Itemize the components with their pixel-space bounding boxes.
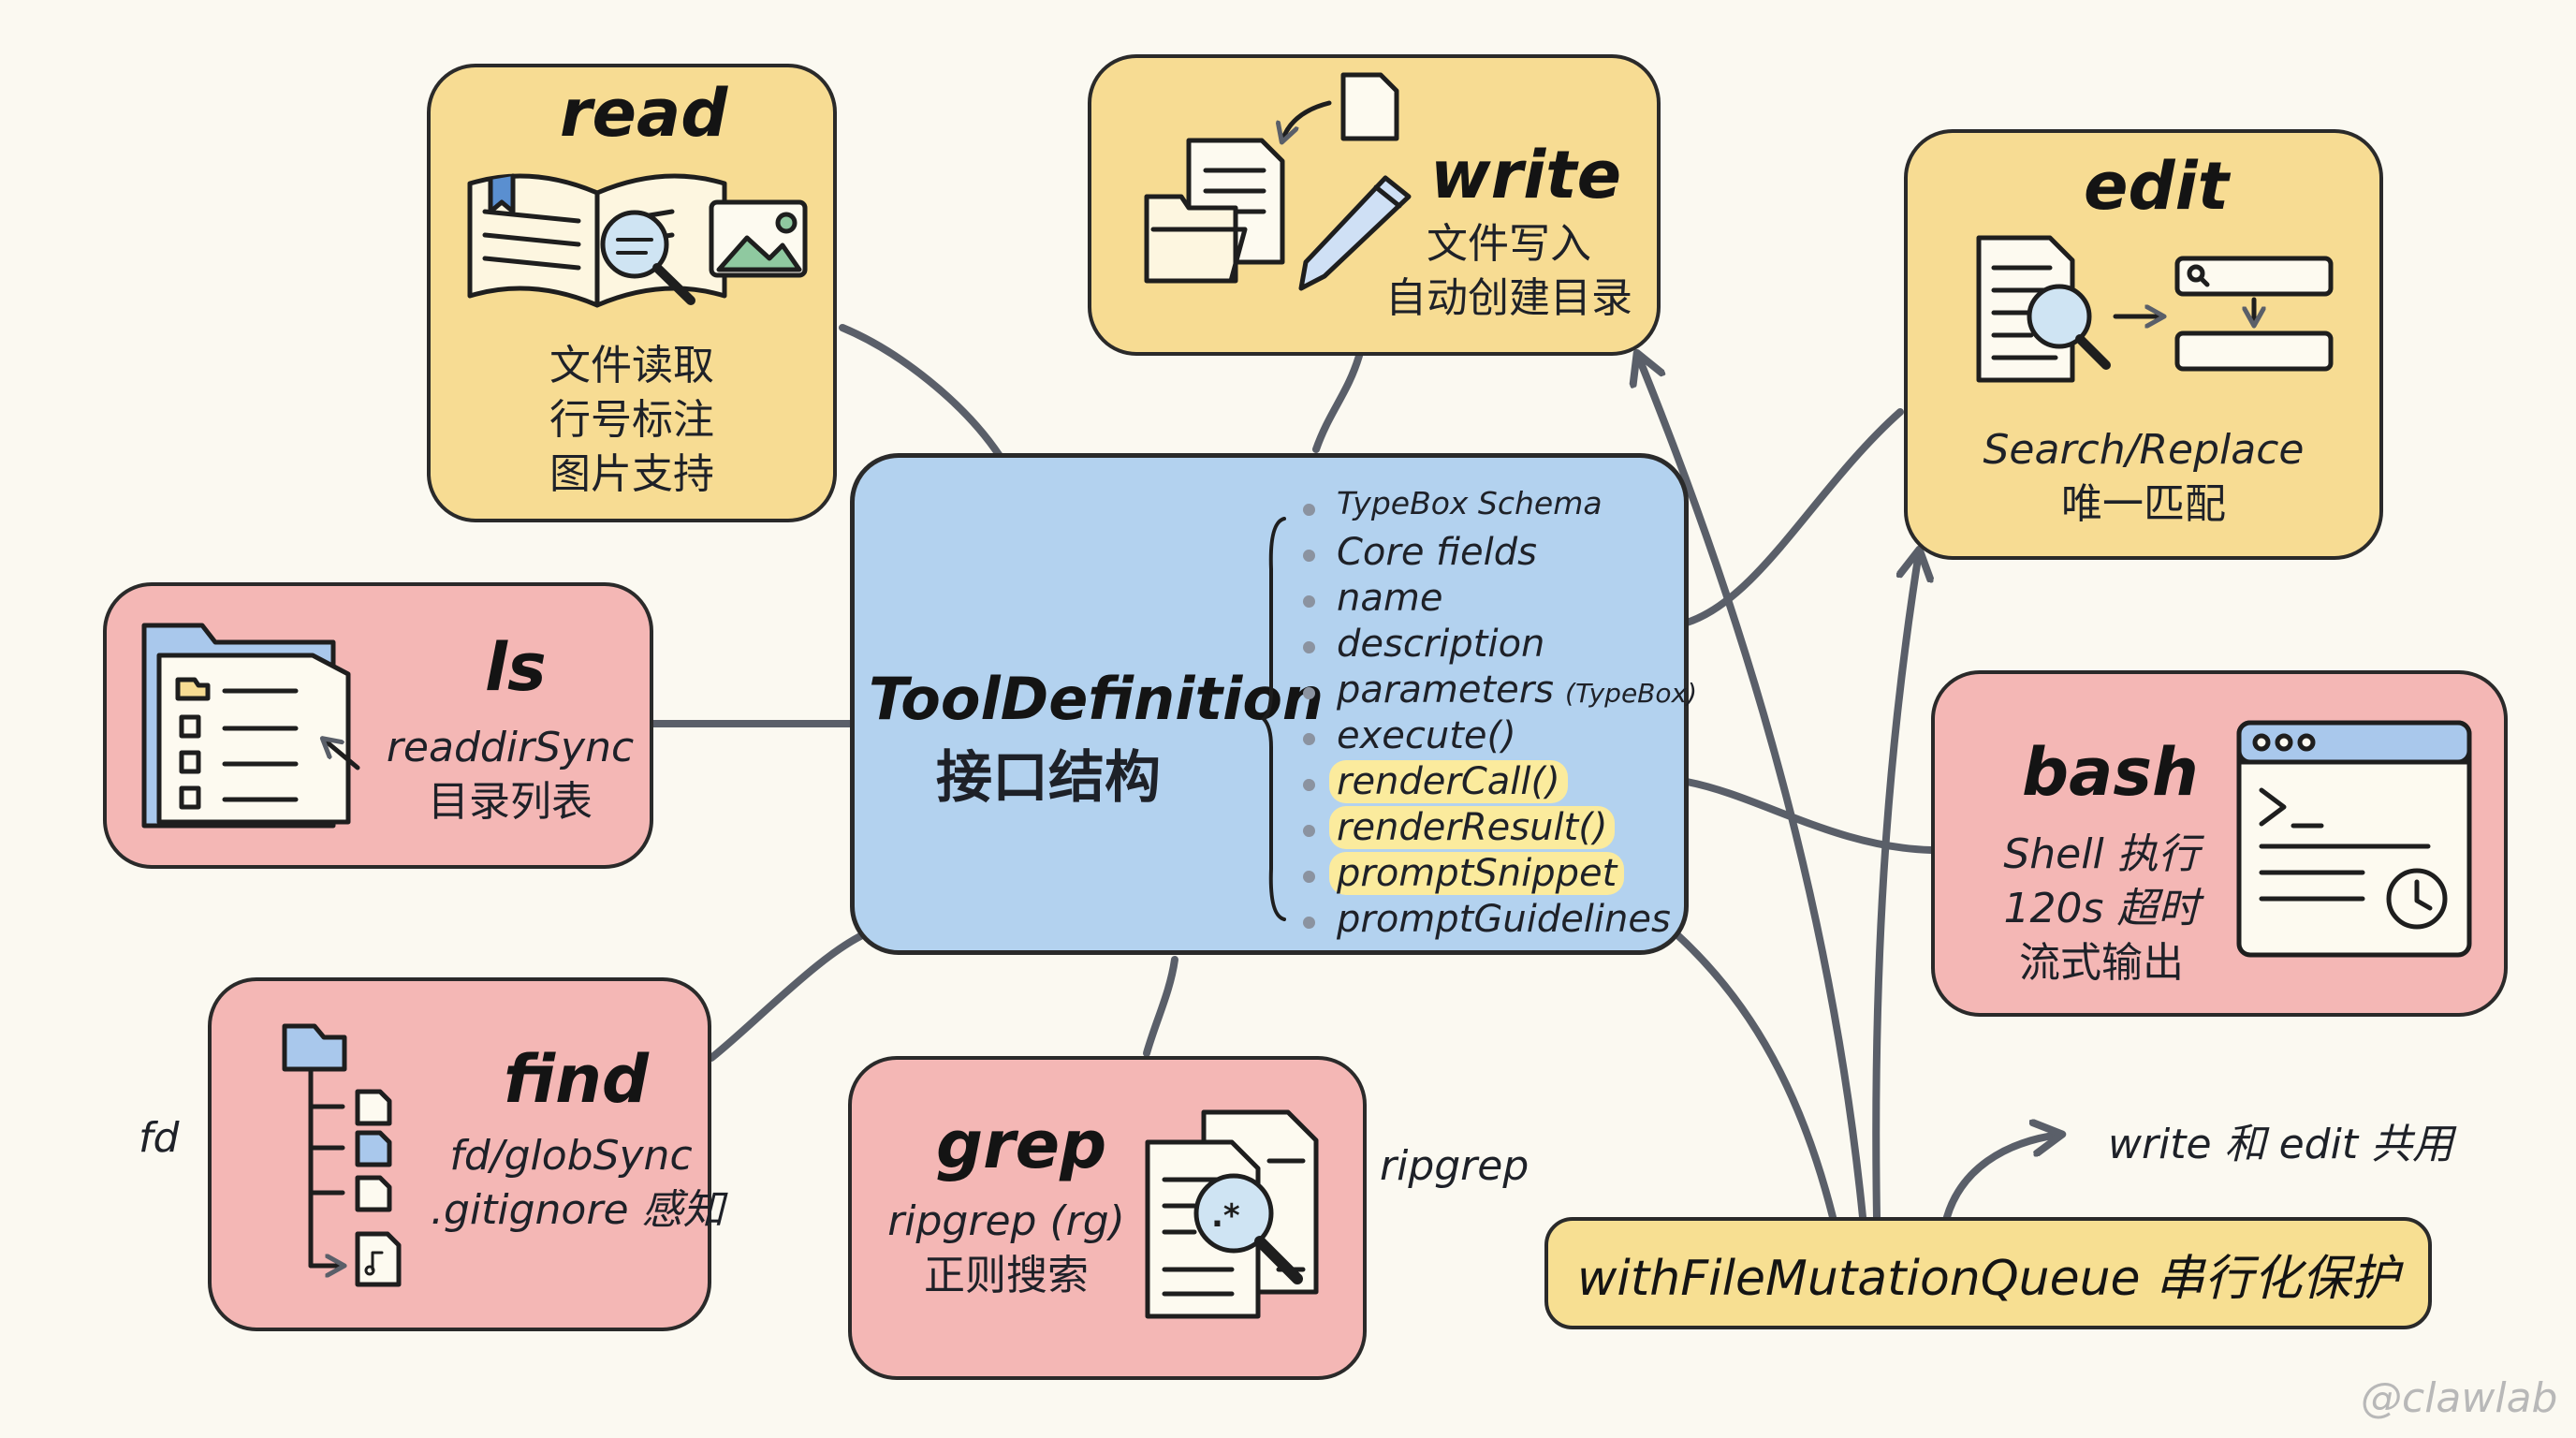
read-desc-line-2: 行号标注 — [549, 396, 714, 444]
read-desc-line-1: 文件读取 — [549, 342, 714, 389]
field-item: name — [1337, 577, 1442, 620]
grep-desc: ripgrep (rg) 正则搜索 — [880, 1195, 1133, 1303]
field-label: Core fields — [1337, 531, 1537, 574]
file-mutation-queue-box: withFileMutationQueue 串行化保护 — [1544, 1217, 2432, 1329]
wire-queue-edit — [1872, 552, 1919, 1221]
edit-desc-line-2: 唯一匹配 — [2061, 480, 2226, 528]
ls-desc-line-2: 目录列表 — [428, 778, 593, 826]
field-label: promptGuidelines — [1337, 898, 1671, 941]
field-item: TypeBox Schema — [1337, 485, 1603, 521]
center-subtitle: 接口结构 — [936, 745, 1161, 811]
find-title: find — [504, 1041, 650, 1118]
folder-list-icon — [141, 623, 360, 829]
field-item: promptSnippet — [1329, 852, 1625, 895]
wire-queue-write — [1638, 356, 1866, 1221]
wire-queue-center — [1670, 928, 1837, 1221]
field-bullet — [1303, 825, 1315, 837]
write-desc-line-1: 文件写入 — [1427, 220, 1591, 268]
field-label: parameters — [1337, 668, 1555, 712]
read-desc-line-3: 图片支持 — [549, 450, 714, 498]
find-desc: fd/globSync .gitignore 感知 — [431, 1129, 724, 1238]
edit-desc: Search/Replace 唯一匹配 — [1904, 423, 2383, 532]
grep-desc-line-1: ripgrep (rg) — [887, 1197, 1125, 1245]
field-bullet — [1303, 871, 1315, 883]
bash-desc-line-2: 120s 超时 — [2003, 885, 2200, 932]
shared-note: write 和 edit 共用 — [2108, 1121, 2454, 1168]
write-title: write — [1430, 137, 1622, 213]
file-tree-icon — [282, 1023, 402, 1294]
field-item: renderCall() — [1329, 760, 1568, 803]
brace-icon — [1262, 517, 1286, 921]
find-desc-line-1: fd/globSync — [449, 1132, 693, 1180]
center-title: ToolDefinition — [869, 665, 1325, 733]
field-item: execute() — [1337, 714, 1516, 757]
find-desc-line-2: .gitignore 感知 — [431, 1186, 724, 1234]
field-label: renderCall() — [1329, 760, 1568, 803]
ripgrep-note: ripgrep — [1380, 1142, 1530, 1190]
fd-note: fd — [139, 1114, 180, 1162]
grep-desc-line-2: 正则搜索 — [924, 1252, 1089, 1299]
write-desc-line-2: 自动创建目录 — [1385, 274, 1632, 322]
documents-regex-search-icon: .* — [1145, 1109, 1319, 1319]
field-bullet — [1303, 733, 1315, 745]
ls-desc-line-1: readdirSync — [386, 724, 635, 771]
terminal-clock-icon — [2236, 720, 2472, 958]
wire-grep — [1143, 956, 1178, 1057]
read-title: read — [560, 75, 728, 152]
bash-desc-line-1: Shell 执行 — [2003, 830, 2200, 878]
open-book-magnifier-icon — [467, 173, 808, 308]
folder-pen-icon — [1144, 72, 1412, 291]
field-label: TypeBox Schema — [1337, 485, 1603, 521]
field-label: name — [1337, 577, 1443, 620]
bash-desc: Shell 执行 120s 超时 流式输出 — [1966, 828, 2237, 990]
field-label: promptSnippet — [1329, 852, 1625, 895]
field-bullet — [1303, 550, 1315, 562]
field-bullet — [1303, 641, 1315, 653]
edit-title: edit — [2084, 148, 2230, 225]
wire-queue-note — [1943, 1135, 2059, 1221]
wire-bash — [1683, 778, 1935, 854]
bash-desc-line-3: 流式输出 — [2019, 939, 2184, 987]
wire-find — [708, 928, 874, 1062]
field-item: parameters (TypeBox) — [1337, 668, 1697, 712]
field-item: promptGuidelines — [1337, 898, 1671, 941]
document-search-replace-icon — [1976, 235, 2334, 383]
bash-title: bash — [2022, 734, 2199, 811]
field-label: execute() — [1337, 714, 1516, 757]
wire-edit — [1683, 408, 1904, 626]
field-item: description — [1337, 623, 1544, 666]
field-label: renderResult() — [1329, 806, 1616, 849]
wire-read — [839, 324, 1003, 460]
field-item: Core fields — [1337, 531, 1537, 574]
edit-desc-line-1: Search/Replace — [1983, 426, 2305, 474]
field-bullet — [1303, 779, 1315, 791]
field-label: description — [1337, 623, 1545, 666]
field-item: renderResult() — [1329, 806, 1616, 849]
field-bullet — [1303, 504, 1315, 516]
field-bullet — [1303, 917, 1315, 929]
grep-title: grep — [936, 1107, 1107, 1183]
ls-title: ls — [485, 629, 547, 706]
write-desc: 文件写入 自动创建目录 — [1368, 217, 1649, 326]
ls-desc: readdirSync 目录列表 — [384, 721, 637, 829]
wire-write — [1312, 352, 1363, 453]
field-bullet — [1303, 687, 1315, 699]
svg-text:.*: .* — [1211, 1197, 1240, 1235]
field-bullet — [1303, 595, 1315, 608]
read-desc: 文件读取 行号标注 图片支持 — [427, 339, 837, 502]
watermark: @clawlab — [2361, 1374, 2558, 1422]
field-suffix: (TypeBox) — [1565, 678, 1698, 709]
